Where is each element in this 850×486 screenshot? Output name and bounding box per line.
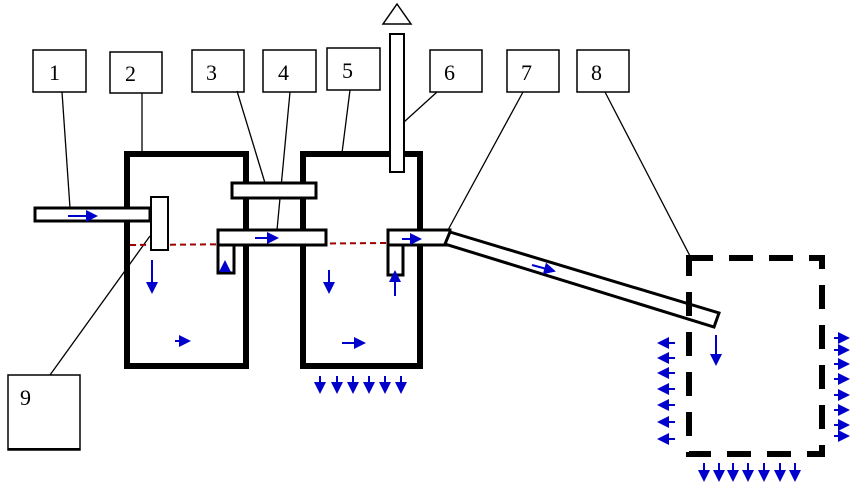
- svg-text:5: 5: [342, 58, 353, 83]
- seepage-arrows: [314, 332, 850, 482]
- infiltration-field: [686, 255, 825, 457]
- inlet-pipe: [33, 206, 152, 223]
- label-box-4: 4: [262, 49, 317, 93]
- overflow-pipe-upper: [230, 181, 318, 200]
- label-box-7: 7: [506, 49, 560, 93]
- svg-text:9: 9: [20, 385, 31, 410]
- svg-text:7: 7: [521, 60, 532, 85]
- drain-pipe-sloped: [442, 230, 721, 329]
- svg-text:8: 8: [591, 60, 602, 85]
- inlet-baffle: [150, 196, 169, 251]
- label-box-5: 5: [326, 47, 381, 91]
- outlet-tee-down: [386, 243, 405, 277]
- label-box-1: 1: [32, 49, 87, 93]
- arrow-icon: [531, 262, 556, 275]
- triangle-icon: [381, 2, 413, 25]
- label-box-6: 6: [429, 49, 483, 93]
- water-level-line: [129, 242, 389, 246]
- leader-lines: [49, 89, 691, 376]
- svg-text:6: 6: [444, 60, 455, 85]
- label-box-8: 8: [576, 49, 630, 93]
- septic-tank-chamber-2: [300, 151, 423, 369]
- vent-pipe: [389, 33, 405, 173]
- outlet-pipe-tee: [386, 228, 452, 247]
- label-box-2: 2: [109, 51, 163, 94]
- svg-text:4: 4: [278, 60, 289, 85]
- svg-text:3: 3: [206, 60, 217, 85]
- svg-text:2: 2: [125, 61, 136, 86]
- label-box-9: 9: [7, 374, 81, 451]
- label-box-3: 3: [191, 49, 245, 93]
- svg-text:1: 1: [49, 60, 60, 85]
- septic-tank-chamber-1: [124, 151, 249, 369]
- flow-arrows: [68, 210, 722, 366]
